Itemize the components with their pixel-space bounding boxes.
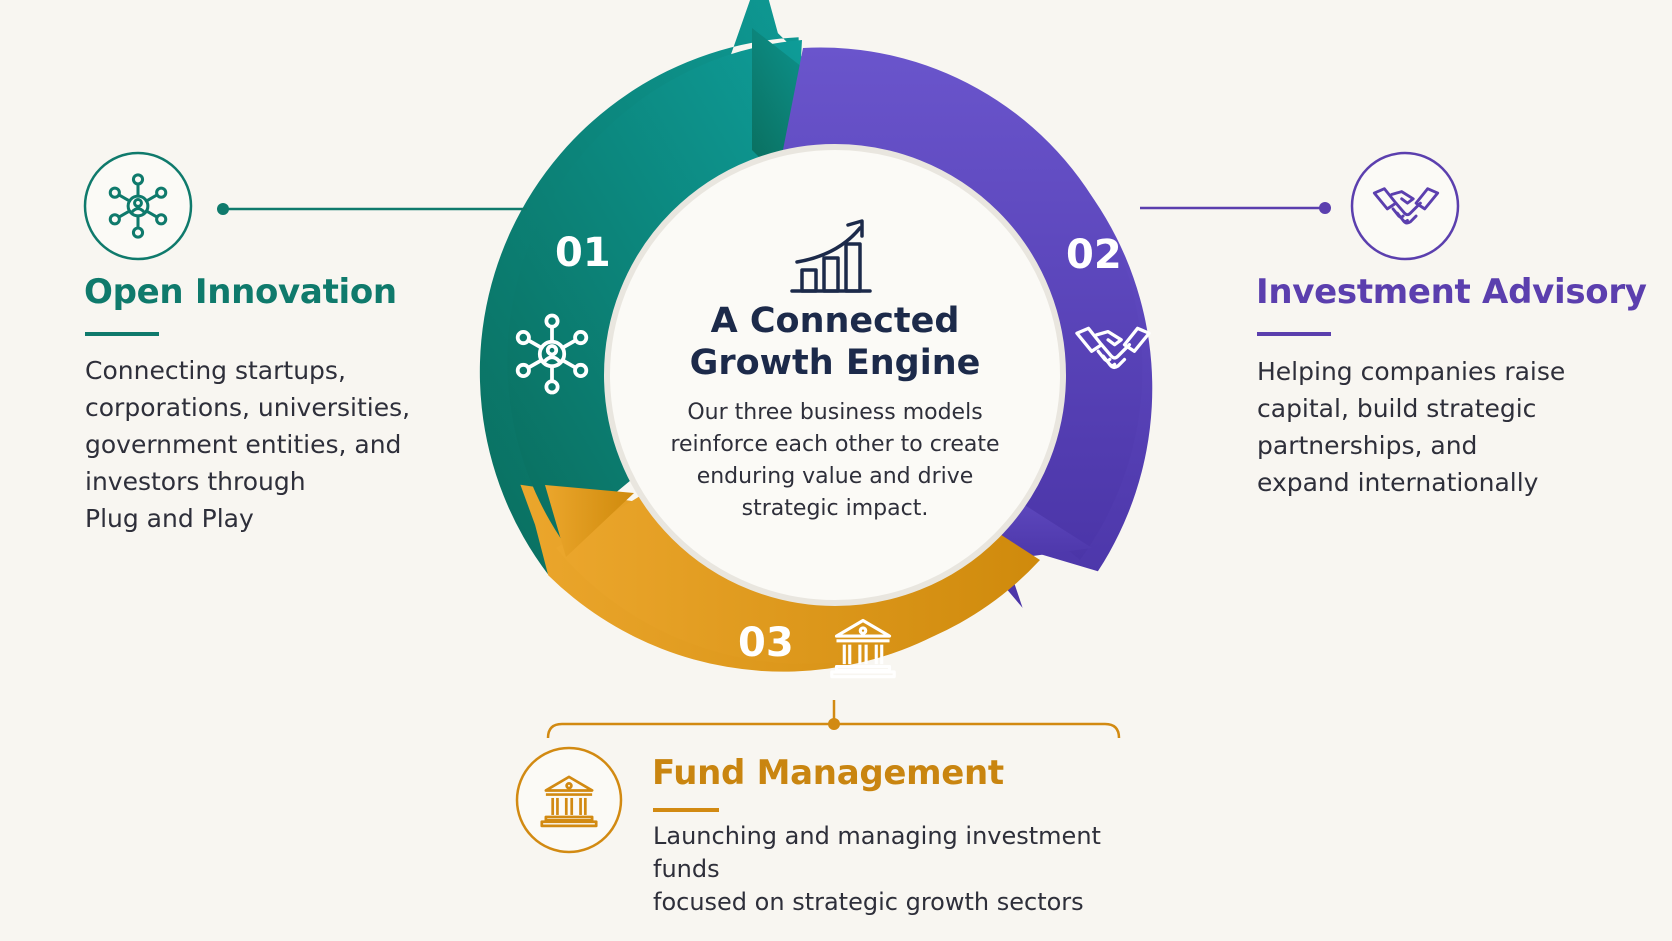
investment-advisory-title: Investment Advisory bbox=[1256, 272, 1647, 312]
connector-left bbox=[217, 203, 527, 215]
fund-management-description: Launching and managing investment funds … bbox=[653, 822, 1101, 916]
investment-advisory-description: Helping companies raise capital, build s… bbox=[1257, 357, 1566, 497]
segment-number-01: 01 bbox=[555, 230, 611, 276]
open-innovation-description: Connecting startups, corporations, unive… bbox=[85, 356, 411, 533]
ring-band-gold bbox=[556, 496, 1040, 664]
ring-band-teal bbox=[507, 40, 802, 539]
open-innovation-badge bbox=[83, 151, 193, 261]
underline-open-innovation bbox=[85, 332, 159, 336]
connector-right bbox=[1140, 202, 1331, 214]
investment-advisory-badge bbox=[1350, 151, 1460, 261]
underline-fund-management bbox=[653, 808, 719, 812]
fund-management-badge bbox=[515, 746, 623, 854]
center-title: A Connected Growth Engine bbox=[689, 301, 981, 383]
underline-investment-advisory bbox=[1257, 332, 1331, 336]
center-description: Our three business models reinforce each… bbox=[670, 400, 1000, 521]
growth-chart-icon bbox=[790, 219, 872, 293]
segment-number-02: 02 bbox=[1066, 232, 1122, 278]
arrowhead-gold bbox=[545, 485, 634, 557]
center-circle bbox=[604, 144, 1066, 606]
fund-management-title: Fund Management bbox=[652, 753, 1004, 793]
segment-number-03: 03 bbox=[738, 620, 794, 666]
connector-bottom bbox=[546, 700, 1121, 739]
open-innovation-title: Open Innovation bbox=[84, 272, 397, 312]
